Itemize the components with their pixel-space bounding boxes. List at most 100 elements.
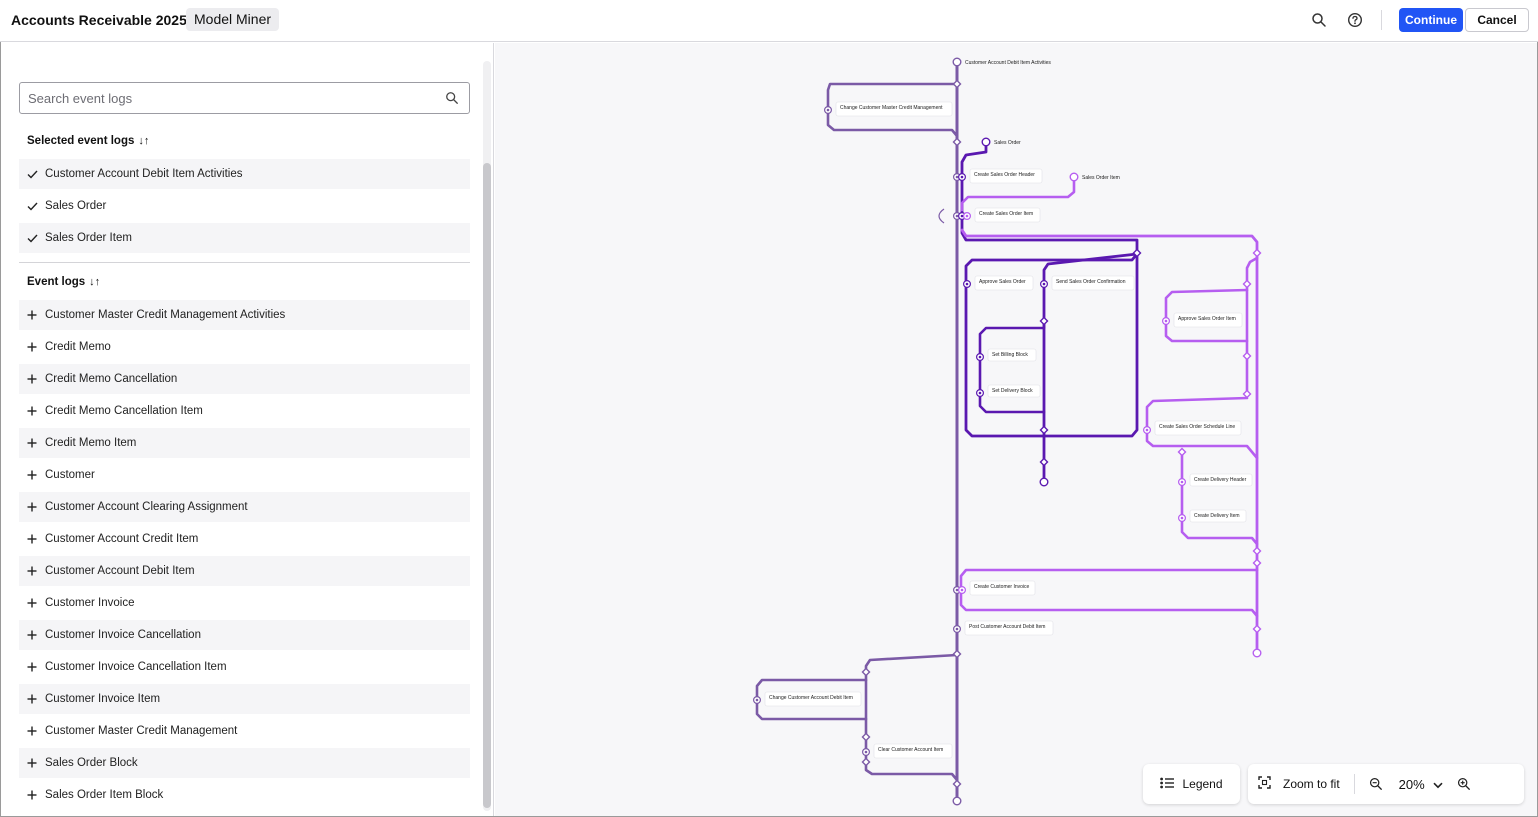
gateway-diamond[interactable] [1242,389,1252,399]
selected-log-item[interactable]: Sales Order Item [19,223,470,253]
gateway-diamond[interactable] [861,732,871,742]
gateway-diamond[interactable] [861,667,871,677]
activity-box[interactable] [1051,275,1135,291]
help-icon[interactable] [1346,11,1364,29]
gateway-diamond[interactable] [1252,624,1262,634]
zoom-level-select[interactable]: 20% [1397,777,1443,792]
gateway-diamond[interactable] [952,649,962,659]
event-log-item[interactable]: Customer Master Credit Management [19,716,470,746]
event-log-item[interactable]: Sales Order Item Block [19,780,470,810]
activity-label[interactable]: Change Customer Account Debit Item [769,695,853,701]
plus-icon[interactable] [19,758,45,768]
activity-label[interactable]: Set Billing Block [992,352,1028,358]
activity-label[interactable]: Approve Sales Order [979,279,1026,285]
item-start-node[interactable] [1069,172,1079,182]
activity-label[interactable]: Create Delivery Item [1194,513,1240,519]
check-icon[interactable] [19,234,45,243]
gateway-diamond[interactable] [861,757,871,767]
gateway-diamond[interactable] [1039,425,1049,435]
event-log-item[interactable]: Customer Account Debit Item [19,556,470,586]
search-icon[interactable] [445,91,459,110]
gateway-diamond[interactable] [952,79,962,89]
activity-box[interactable] [1189,473,1253,487]
gateway-diamond[interactable] [1252,546,1262,556]
event-log-item[interactable]: Customer Account Credit Item [19,524,470,554]
event-log-item[interactable]: Customer Invoice Item [19,684,470,714]
plus-icon[interactable] [19,438,45,448]
activity-label[interactable]: Create Sales Order Item [979,211,1033,217]
activity-box[interactable] [969,168,1043,184]
activity-box[interactable] [1189,509,1247,523]
activity-box[interactable] [987,384,1041,398]
event-log-item[interactable]: Credit Memo Item [19,428,470,458]
activity-label[interactable]: Approve Sales Order Item [1178,316,1236,322]
search-box[interactable] [19,82,470,114]
activity-label[interactable]: Create Delivery Header [1194,477,1247,483]
check-icon[interactable] [19,202,45,211]
continue-button[interactable]: Continue [1399,8,1463,32]
plus-icon[interactable] [19,726,45,736]
process-graph[interactable]: Customer Account Debit Item ActivitiesSa… [495,43,1537,816]
plus-icon[interactable] [19,662,45,672]
end-node[interactable] [1039,477,1049,487]
gateway-diamond[interactable] [1242,351,1252,361]
search-icon[interactable] [1310,11,1328,29]
activity-box[interactable] [1173,312,1243,328]
activity-label[interactable]: Post Customer Account Debit Item [969,624,1045,630]
sort-icon[interactable]: ↓↑ [89,276,101,288]
plus-icon[interactable] [19,406,45,416]
plus-icon[interactable] [19,374,45,384]
gateway-diamond[interactable] [1177,447,1187,457]
order-start-label[interactable]: Sales Order [994,140,1021,146]
sort-icon[interactable]: ↓↑ [138,135,150,147]
event-log-item[interactable]: Customer Invoice Cancellation Item [19,652,470,682]
activity-box[interactable] [987,348,1037,362]
activity-label[interactable]: Create Customer Invoice [974,584,1030,590]
activity-box[interactable] [974,275,1034,291]
end-node[interactable] [1252,648,1262,658]
event-log-item[interactable]: Credit Memo Cancellation Item [19,396,470,426]
cancel-button[interactable]: Cancel [1465,8,1529,32]
zoom-out-icon[interactable] [1369,777,1383,791]
plus-icon[interactable] [19,342,45,352]
activity-box[interactable] [974,207,1041,223]
event-log-item[interactable]: Credit Memo Cancellation [19,364,470,394]
activity-label[interactable]: Change Customer Master Credit Management [840,105,943,111]
plus-icon[interactable] [19,790,45,800]
activity-label[interactable]: Send Sales Order Confirmation [1056,279,1126,285]
plus-icon[interactable] [19,598,45,608]
activity-box[interactable] [969,580,1036,596]
plus-icon[interactable] [19,310,45,320]
debit-start-label[interactable]: Customer Account Debit Item Activities [965,60,1051,66]
event-log-item[interactable]: Customer [19,460,470,490]
selected-log-item[interactable]: Customer Account Debit Item Activities [19,159,470,189]
end-node[interactable] [952,796,962,806]
event-log-item[interactable]: Customer Invoice Cancellation [19,620,470,650]
gateway-diamond[interactable] [1252,248,1262,258]
event-log-item[interactable]: Credit Memo [19,332,470,362]
activity-label[interactable]: Create Sales Order Schedule Line [1159,424,1235,430]
scrollbar-thumb[interactable] [483,163,491,808]
gateway-diamond[interactable] [1242,279,1252,289]
activity-box[interactable] [1154,420,1242,436]
gateway-diamond[interactable] [1132,248,1142,258]
order-start-node[interactable] [981,137,991,147]
plus-icon[interactable] [19,630,45,640]
activity-label[interactable]: Set Delivery Block [992,388,1033,394]
activity-label[interactable]: Clear Customer Account Item [878,747,943,753]
plus-icon[interactable] [19,566,45,576]
activity-label[interactable]: Create Sales Order Header [974,172,1035,178]
plus-icon[interactable] [19,694,45,704]
activity-box[interactable] [764,691,862,707]
check-icon[interactable] [19,170,45,179]
event-log-item[interactable]: Sales Order Block [19,748,470,778]
event-log-item[interactable]: Customer Invoice [19,588,470,618]
event-log-item[interactable]: Customer Account Clearing Assignment [19,492,470,522]
search-input[interactable] [28,89,428,107]
gateway-diamond[interactable] [1039,316,1049,326]
legend-button[interactable]: Legend [1160,777,1223,792]
gateway-diamond[interactable] [952,779,962,789]
zoom-in-icon[interactable] [1457,777,1471,791]
activity-box[interactable] [835,101,953,117]
gateway-diamond[interactable] [1252,558,1262,568]
